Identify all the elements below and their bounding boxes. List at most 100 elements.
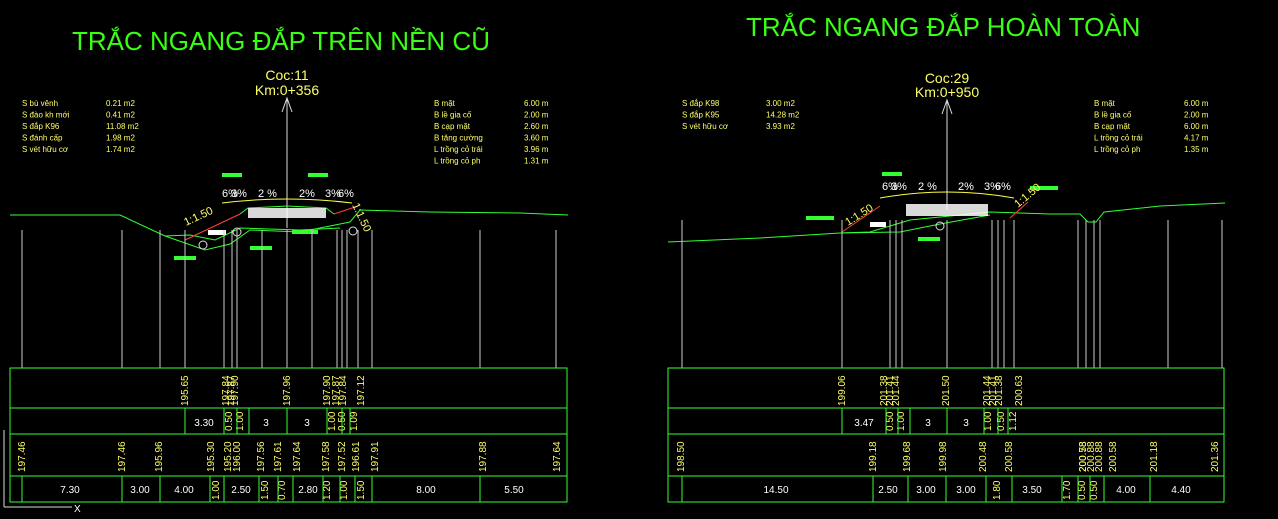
info-label: B mặt (1094, 99, 1116, 108)
table-value: 1.50 (356, 480, 367, 500)
table-value: 3.00 (916, 485, 936, 496)
right-cross-section: TRẮC NGANG ĐẮP HOÀN TOÀN Coc:29 Km:0+950… (667, 12, 1226, 503)
grade-label: 3% (325, 188, 341, 200)
left-grade-arc (221, 198, 353, 204)
left-grade-labels: 6%3%2 %2%3%6% (222, 188, 354, 200)
info-label: S đắp K96 (22, 122, 60, 131)
table-value: 3.47 (854, 418, 874, 429)
right-title: TRẮC NGANG ĐẮP HOÀN TOÀN (746, 12, 1140, 42)
left-ditch-marker-3 (348, 226, 358, 236)
left-north-arrow (281, 96, 293, 113)
table-value: 199.68 (902, 441, 913, 472)
table-value: 200.58 (1108, 441, 1119, 472)
table-value: 197.84 (221, 375, 232, 406)
table-value: 3.50 (1022, 485, 1042, 496)
right-ditch-marker (935, 221, 945, 231)
left-marker (222, 173, 242, 177)
left-old-road-line (164, 227, 341, 241)
info-label: B tăng cường (434, 134, 483, 143)
left-ditch-marker (198, 240, 208, 250)
grade-label: 3% (891, 181, 907, 193)
left-pavement (248, 208, 326, 218)
table-value: 199.18 (868, 441, 879, 472)
left-slope-line (184, 213, 241, 241)
grade-label: 6% (882, 181, 898, 193)
info-value: 3.00 m2 (766, 99, 795, 108)
info-value: 0.41 m2 (106, 111, 135, 120)
info-label: L trồng cỏ trái (434, 145, 483, 154)
table-value: 1.70 (1062, 480, 1073, 500)
table-value: 200.88 (1094, 441, 1105, 472)
left-cross-section: TRẮC NGANG ĐẮP TRÊN NỀN CŨ Coc:11 Km:0+3… (9, 26, 569, 503)
left-slope-label-right: 1:1.50 (349, 201, 373, 234)
table-value: 201.38 (994, 375, 1005, 406)
right-station-verticals (681, 220, 1223, 368)
info-value: 2.00 m (524, 111, 549, 120)
table-value: 0.70 (277, 480, 288, 500)
grade-label: 6% (995, 181, 1011, 193)
table-value: 201.36 (1210, 441, 1221, 472)
info-label: L trồng cỏ trái (1094, 134, 1143, 143)
table-value: 196.61 (351, 441, 362, 472)
info-value: 6.00 m (1184, 122, 1209, 131)
right-marker (918, 237, 940, 241)
table-value: 2.50 (878, 485, 898, 496)
table-value: 197.90 (322, 375, 333, 406)
left-marker-white (208, 230, 226, 235)
table-value: 197.87 (226, 375, 237, 406)
table-value: 200.63 (1014, 375, 1025, 406)
info-label: S bù vênh (22, 99, 58, 108)
left-slope-label: 1:1.50 (182, 205, 215, 229)
table-value: 197.52 (337, 441, 348, 472)
table-value: 197.87 (331, 375, 342, 406)
info-label: S vét hữu cơ (22, 145, 69, 154)
table-value: 197.91 (370, 441, 381, 472)
left-data-table (9, 367, 568, 503)
right-marker (806, 216, 834, 220)
table-value: 2.80 (298, 485, 318, 496)
table-value: 201.50 (941, 375, 952, 406)
ucs-x-label: X (74, 504, 81, 515)
table-value: 199.98 (938, 441, 949, 472)
table-value: 200.58 (1078, 441, 1089, 472)
ucs-axis-icon: X (3, 430, 81, 515)
table-value: 3 (925, 418, 931, 429)
info-value: 1.31 m (524, 157, 549, 166)
table-value: 201.44 (891, 375, 902, 406)
left-km: Km:0+356 (255, 82, 319, 98)
right-subgrade-line (839, 214, 991, 234)
right-grade-labels: 6%3%2 %2%3%6% (882, 181, 1011, 193)
table-value: 197.56 (256, 441, 267, 472)
table-value: 201.38 (879, 375, 890, 406)
grade-label: 3% (984, 181, 1000, 193)
left-slope-line-right (333, 205, 359, 215)
grade-label: 6% (338, 188, 354, 200)
info-value: 2.60 m (524, 122, 549, 131)
right-slope-line (841, 205, 881, 233)
info-value: 11.08 m2 (106, 122, 139, 131)
table-value: 197.58 (321, 441, 332, 472)
info-label: S đắp K98 (682, 99, 720, 108)
info-value: 6.00 m (524, 99, 549, 108)
table-value: 2.50 (231, 485, 251, 496)
table-value: 1.00 (211, 480, 222, 500)
table-value: 3.00 (956, 485, 976, 496)
table-value: 3 (963, 418, 969, 429)
table-value: 197.84 (338, 375, 349, 406)
table-value: 4.00 (1116, 485, 1136, 496)
table-value: 199.06 (837, 375, 848, 406)
info-value: 3.60 m (524, 134, 549, 143)
info-label: S đào kh mới (22, 111, 70, 120)
table-value: 197.64 (292, 441, 303, 472)
table-value: 200.78 (1078, 441, 1089, 472)
info-value: 1.74 m2 (106, 145, 135, 154)
table-value: 195.30 (206, 441, 217, 472)
info-label: B lề gia cố (1094, 111, 1132, 120)
table-value: 196.00 (232, 441, 243, 472)
right-km: Km:0+950 (915, 84, 979, 100)
